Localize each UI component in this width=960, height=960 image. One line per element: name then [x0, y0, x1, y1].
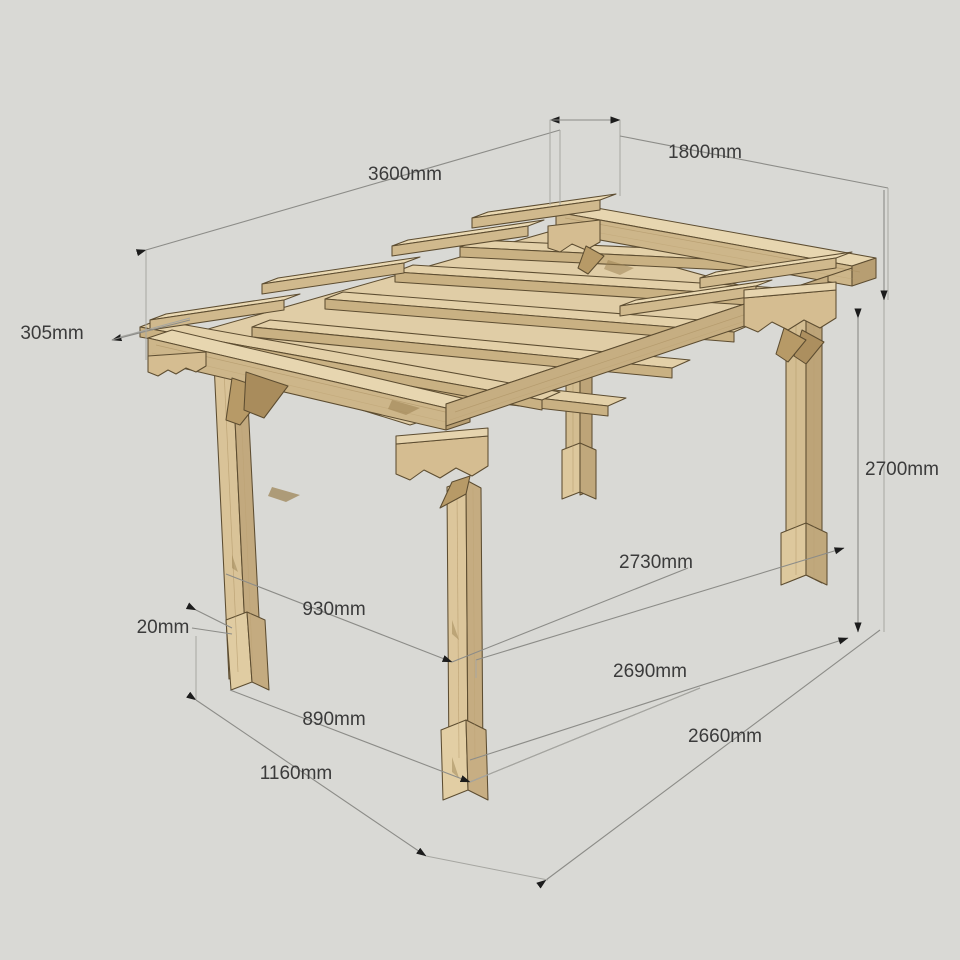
dimension-post-foot-offset: 20mm	[137, 602, 233, 638]
brace-group	[225, 245, 825, 509]
post-rear-left	[561, 366, 597, 500]
dimension-label-2690mm: 2690mm	[613, 661, 687, 682]
purlin	[391, 219, 545, 257]
pergola-assembly	[139, 193, 877, 801]
dimension-diagonal-front: 2660mm	[536, 629, 881, 889]
purlin	[619, 279, 773, 317]
ground-guide-lines	[195, 636, 701, 881]
corbel-group	[147, 219, 837, 481]
purlin	[261, 256, 421, 295]
dimension-post-spacing-inner: 930mm	[225, 567, 689, 663]
dimension-label-3600mm: 3600mm	[368, 164, 442, 185]
dimension-diagonal-rear: 2730mm	[475, 547, 845, 678]
dimension-width-overall: 3600mm	[135, 129, 561, 334]
dimension-label-2660mm: 2660mm	[688, 726, 762, 747]
purlin	[471, 193, 617, 229]
dimension-label-1800mm: 1800mm	[668, 142, 742, 163]
joint-shadow-group	[268, 260, 634, 502]
dimension-label-890mm: 890mm	[302, 709, 365, 730]
dimension-label-930mm: 930mm	[302, 599, 365, 620]
dimension-label-20mm: 20mm	[137, 617, 190, 638]
dimension-label-1160mm: 1160mm	[260, 763, 333, 784]
dimension-label-305mm: 305mm	[20, 323, 83, 344]
dimension-diagonal-mid: 2690mm	[469, 637, 849, 761]
dimension-rafter-overhang: 305mm	[20, 317, 191, 360]
post-front-center	[440, 479, 489, 801]
purlin-group	[149, 193, 853, 331]
dimension-label-2700mm: 2700mm	[865, 459, 939, 480]
dimension-depth-overall: 1800mm	[549, 116, 889, 300]
dimension-post-height: 2700mm	[854, 190, 939, 633]
purlin	[149, 293, 301, 331]
purlin	[699, 251, 853, 289]
dimension-label-2730mm: 2730mm	[619, 552, 693, 573]
